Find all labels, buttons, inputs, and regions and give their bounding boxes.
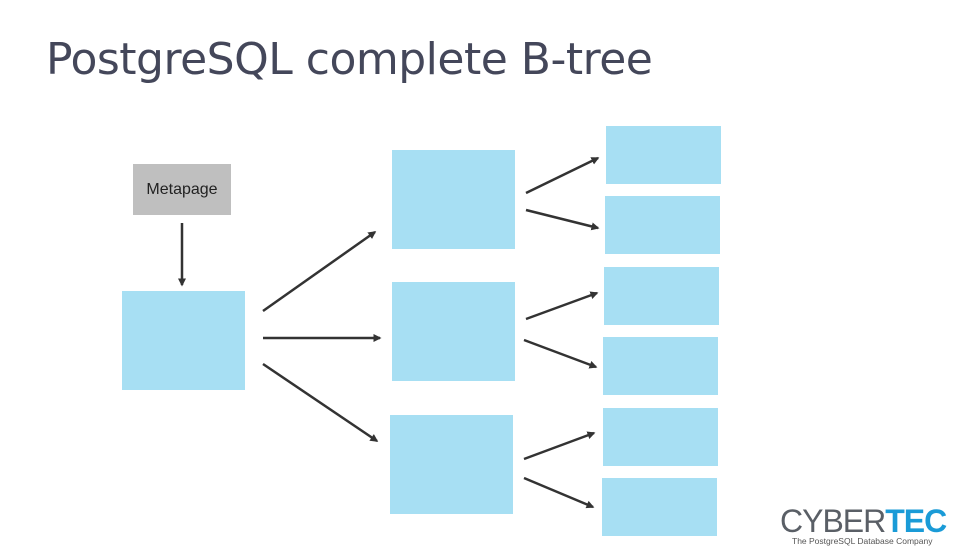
arrow-internal-2-to-leaf-3 bbox=[525, 291, 599, 321]
internal-page-1 bbox=[392, 150, 515, 249]
metapage-box: Metapage bbox=[133, 164, 231, 215]
leaf-page-4 bbox=[603, 337, 718, 395]
arrow-root-to-internal-3 bbox=[262, 362, 379, 443]
arrow-internal-3-to-leaf-6 bbox=[523, 476, 595, 509]
arrow-internal-2-to-leaf-4 bbox=[523, 338, 598, 369]
leaf-page-1 bbox=[606, 126, 721, 184]
root-page bbox=[122, 291, 245, 390]
internal-page-3 bbox=[390, 415, 513, 514]
logo-word-cyber: CYBER bbox=[780, 503, 886, 539]
cybertec-logo: CYBERTEC The PostgreSQL Database Company bbox=[780, 503, 947, 547]
arrow-root-to-internal-1 bbox=[262, 230, 377, 313]
logo-wordmark: CYBERTEC bbox=[780, 503, 947, 539]
metapage-label: Metapage bbox=[146, 180, 218, 198]
slide-title: PostgreSQL complete B-tree bbox=[46, 34, 653, 85]
arrow-internal-1-to-leaf-1 bbox=[525, 156, 600, 195]
arrow-internal-3-to-leaf-5 bbox=[523, 431, 596, 461]
logo-tagline: The PostgreSQL Database Company bbox=[792, 536, 933, 546]
leaf-page-5 bbox=[603, 408, 718, 466]
leaf-page-2 bbox=[605, 196, 720, 254]
leaf-page-3 bbox=[604, 267, 719, 325]
logo-word-tec: TEC bbox=[885, 503, 947, 539]
arrow-internal-1-to-leaf-2 bbox=[525, 208, 600, 231]
internal-page-2 bbox=[392, 282, 515, 381]
leaf-page-6 bbox=[602, 478, 717, 536]
